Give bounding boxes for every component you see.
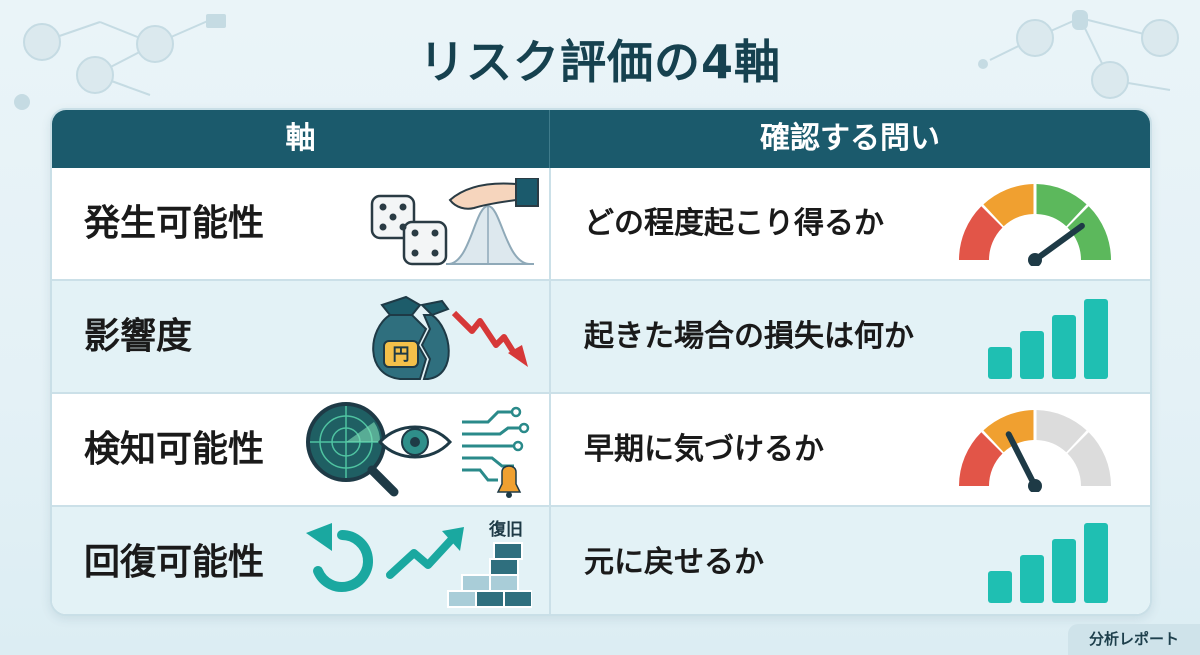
yen-label: 円 xyxy=(393,345,410,365)
bar xyxy=(1084,299,1108,379)
undo-arrow-icon xyxy=(306,523,332,551)
bar-chart-icon xyxy=(988,299,1108,379)
gauge-icon xyxy=(959,184,1111,266)
link-icon xyxy=(1091,61,1129,99)
header-axis: 軸 xyxy=(285,121,316,156)
table-row: 検知可能性 早期に気づけるか xyxy=(52,394,1150,505)
database-icon xyxy=(1072,10,1088,30)
bar xyxy=(1084,523,1108,603)
axis-label: 発生可能性 xyxy=(84,203,265,244)
row-divider xyxy=(52,392,1150,394)
table-row: 影響度 円 起きた場合の損失は何か xyxy=(52,281,1150,392)
bar xyxy=(1052,315,1076,379)
chart-icon xyxy=(1141,19,1179,57)
axis-label: 影響度 xyxy=(84,316,193,357)
page-title: リスク評価の4軸 xyxy=(418,35,781,89)
table-row: 回復可能性 復旧 元に戻せるか xyxy=(52,507,1150,614)
radar-eye-alert-icon xyxy=(306,402,530,498)
wifi-icon xyxy=(1016,19,1054,57)
report-badge: 分析レポート xyxy=(1068,624,1200,655)
row-divider xyxy=(52,279,1150,281)
axis-label: 検知可能性 xyxy=(84,429,265,470)
laptop-icon xyxy=(23,23,61,61)
cloud-icon xyxy=(14,94,30,110)
share-icon xyxy=(136,25,174,63)
column-separator xyxy=(549,168,551,614)
row-divider xyxy=(52,505,1150,507)
network-icon xyxy=(76,56,114,94)
risk-axes-table: 軸 確認する問い 発生可能性 どの程度起こり得るか xyxy=(50,108,1152,616)
question-text: 元に戻せるか xyxy=(584,545,764,580)
table-header: 軸 確認する問い xyxy=(52,110,1150,168)
bar xyxy=(1052,539,1076,603)
trend-up-icon xyxy=(386,535,456,579)
mail-icon xyxy=(206,14,226,28)
gauge-icon xyxy=(959,410,1111,492)
bar xyxy=(1020,331,1044,379)
recovery-icon: 復旧 xyxy=(306,519,532,608)
question-text: 起きた場合の損失は何か xyxy=(584,319,914,354)
bar-chart-icon xyxy=(988,523,1108,603)
dice-hand-bell-curve-icon xyxy=(370,178,539,266)
table-row: 発生可能性 どの程度起こり得るか xyxy=(52,168,1150,279)
bar xyxy=(1020,555,1044,603)
question-text: どの程度起こり得るか xyxy=(584,206,884,241)
header-separator xyxy=(549,110,550,168)
header-question: 確認する問い xyxy=(760,121,940,156)
bar xyxy=(988,347,1012,379)
axis-label: 回復可能性 xyxy=(84,542,265,583)
building-blocks-icon xyxy=(447,542,532,608)
bar xyxy=(988,571,1012,603)
question-text: 早期に気づけるか xyxy=(584,432,824,467)
location-icon xyxy=(978,59,988,69)
recovery-label: 復旧 xyxy=(488,519,523,540)
money-bag-loss-icon: 円 xyxy=(372,295,528,380)
